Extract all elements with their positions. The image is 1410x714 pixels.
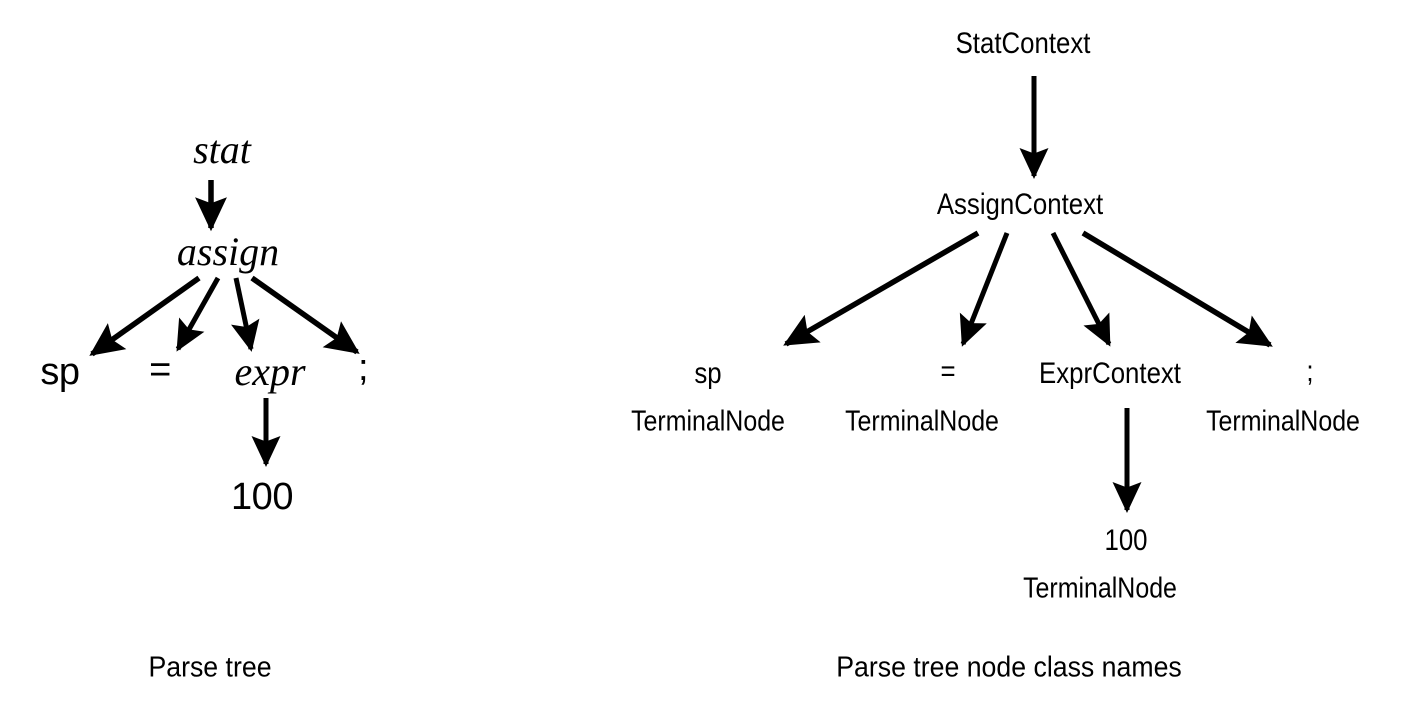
- edge-assign-semi: [250, 275, 360, 355]
- node-literal-100-classname: TerminalNode: [1023, 572, 1177, 605]
- node-semicolon: ;: [1306, 355, 1314, 388]
- edge-assigncontext-exprcontext: [1050, 231, 1112, 347]
- node-statcontext: StatContext: [955, 27, 1091, 60]
- edge-assign-expr: [231, 277, 260, 352]
- node-stat: stat: [193, 127, 251, 172]
- node-assign: assign: [176, 229, 280, 274]
- node-equals-classname: TerminalNode: [845, 405, 999, 438]
- node-semicolon-classname: TerminalNode: [1206, 405, 1360, 438]
- left-tree-edges: [89, 180, 360, 468]
- node-literal-100: 100: [231, 476, 293, 518]
- node-equals: =: [940, 355, 956, 388]
- node-sp: sp: [40, 351, 80, 393]
- right-caption: Parse tree node class names: [836, 651, 1182, 684]
- edge-assigncontext-eq: [959, 232, 1010, 347]
- edge-assign-eq: [175, 276, 221, 352]
- node-expr: expr: [234, 349, 306, 394]
- node-sp-classname: TerminalNode: [631, 405, 785, 438]
- left-caption: Parse tree: [148, 651, 272, 684]
- edge-assign-sp: [89, 275, 201, 357]
- node-exprcontext: ExprContext: [1039, 357, 1181, 390]
- node-equals: =: [149, 349, 171, 391]
- edge-assigncontext-semi: [1081, 230, 1273, 348]
- node-literal-100: 100: [1104, 524, 1148, 557]
- node-semicolon: ;: [357, 347, 369, 389]
- node-assigncontext: AssignContext: [936, 188, 1104, 221]
- node-sp: sp: [694, 357, 722, 390]
- edge-assigncontext-sp: [783, 230, 980, 347]
- right-tree-edges: [783, 76, 1273, 514]
